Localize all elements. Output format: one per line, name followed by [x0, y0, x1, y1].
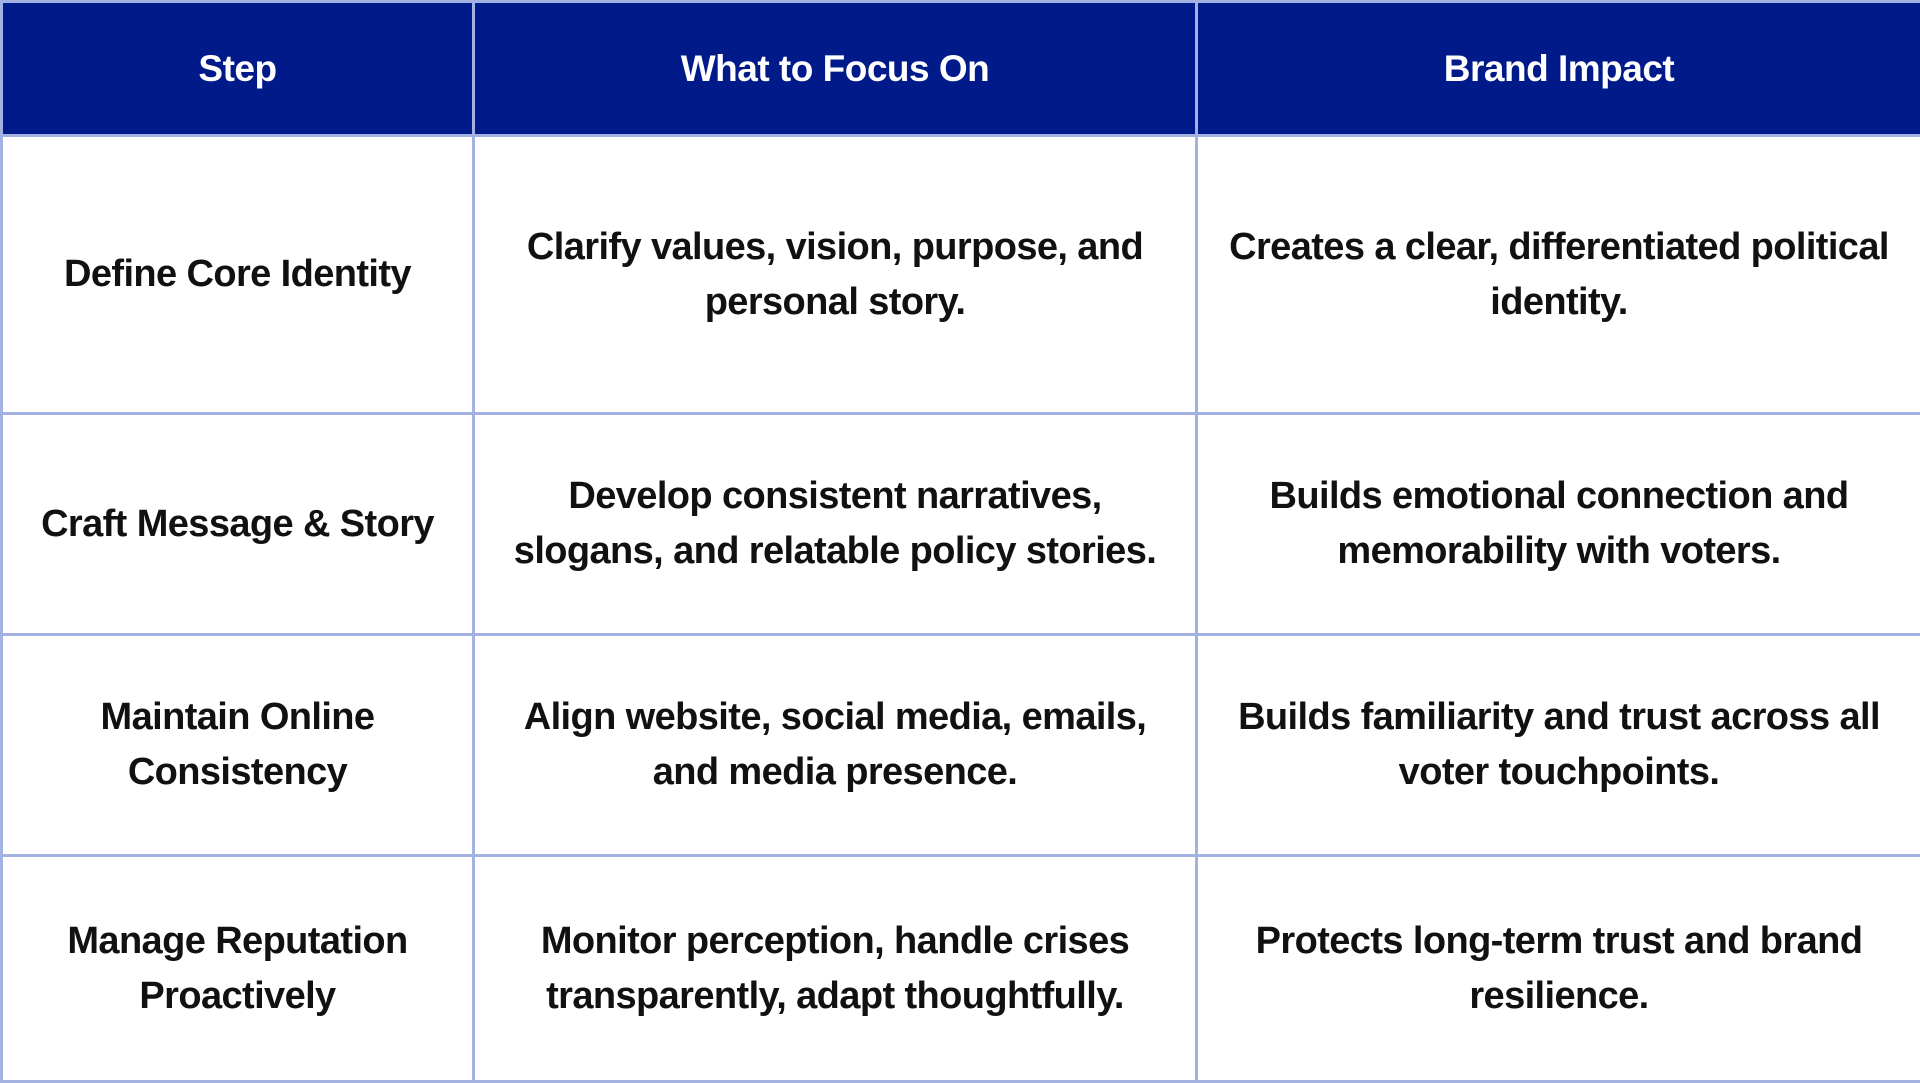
- step-cell: Craft Message & Story: [2, 414, 474, 635]
- header-row: Step What to Focus On Brand Impact: [2, 2, 1920, 136]
- step-cell: Define Core Identity: [2, 136, 474, 414]
- table-row: Manage Reputation Proactively Monitor pe…: [2, 856, 1920, 1082]
- table-header: Step What to Focus On Brand Impact: [2, 2, 1920, 136]
- impact-cell: Creates a clear, differentiated politica…: [1197, 136, 1920, 414]
- impact-cell: Builds familiarity and trust across all …: [1197, 635, 1920, 856]
- focus-cell: Monitor perception, handle crises transp…: [474, 856, 1197, 1082]
- focus-cell: Align website, social media, emails, and…: [474, 635, 1197, 856]
- table-row: Maintain Online Consistency Align websit…: [2, 635, 1920, 856]
- header-step: Step: [2, 2, 474, 136]
- impact-cell: Protects long-term trust and brand resil…: [1197, 856, 1920, 1082]
- table-row: Craft Message & Story Develop consistent…: [2, 414, 1920, 635]
- focus-cell: Clarify values, vision, purpose, and per…: [474, 136, 1197, 414]
- header-impact: Brand Impact: [1197, 2, 1920, 136]
- step-cell: Manage Reputation Proactively: [2, 856, 474, 1082]
- focus-cell: Develop consistent narratives, slogans, …: [474, 414, 1197, 635]
- table-body: Define Core Identity Clarify values, vis…: [2, 136, 1920, 1082]
- header-focus: What to Focus On: [474, 2, 1197, 136]
- table-row: Define Core Identity Clarify values, vis…: [2, 136, 1920, 414]
- impact-cell: Builds emotional connection and memorabi…: [1197, 414, 1920, 635]
- step-cell: Maintain Online Consistency: [2, 635, 474, 856]
